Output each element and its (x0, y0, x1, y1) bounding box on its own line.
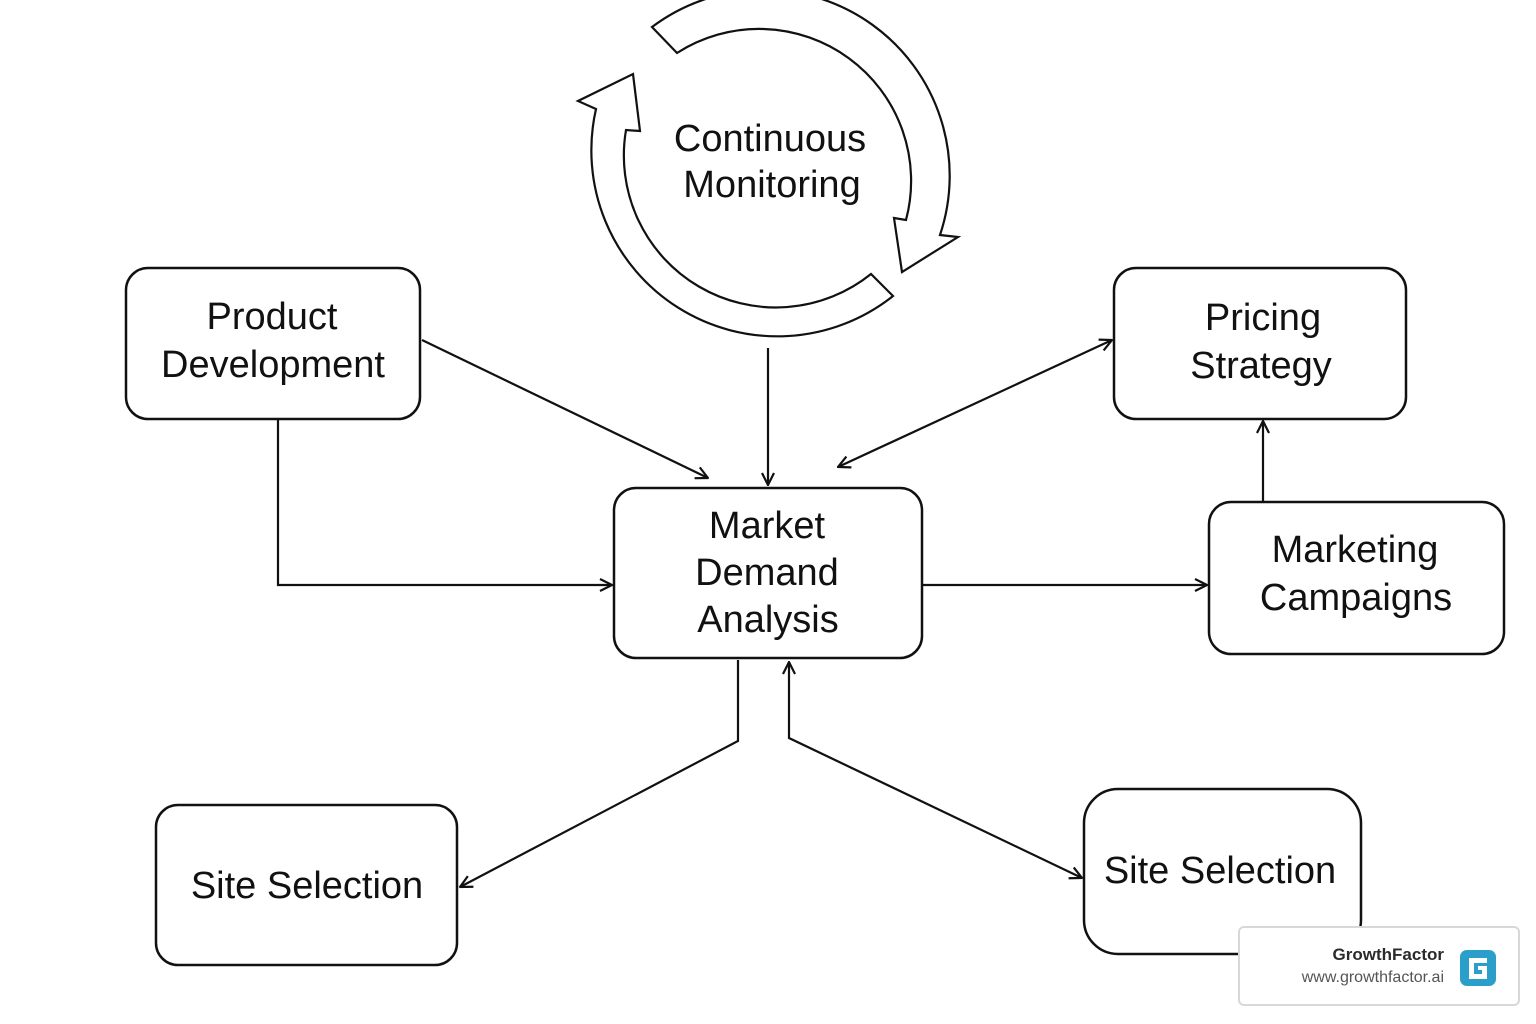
node-box (1112, 266, 1408, 421)
node-label-line: Strategy (1190, 345, 1332, 387)
growthfactor-g-logo-icon (1460, 950, 1496, 986)
node-box (1082, 787, 1363, 956)
node-label-line: Product (207, 296, 338, 338)
node-continuous-monitoring: Continuous Monitoring (674, 118, 866, 206)
node-market-demand-analysis: Market Demand Analysis (612, 486, 924, 660)
node-label-line: Marketing (1272, 529, 1439, 571)
node-box (1207, 500, 1506, 656)
node-label-line: Demand (695, 552, 839, 594)
edge-market-to-site-left (460, 660, 740, 887)
node-product-development: Product Development (124, 266, 422, 421)
node-site-selection-left: Site Selection (154, 803, 459, 967)
edges (276, 339, 1263, 887)
node-label-line: Site Selection (1104, 850, 1336, 892)
node-box (124, 266, 422, 421)
node-label-line: Pricing (1205, 297, 1321, 339)
node-label-line: Market (709, 505, 826, 547)
watermark-url: www.growthfactor.ai (1301, 969, 1444, 986)
cycle-arrow-bottom-left (575, 72, 895, 338)
watermark-text: GrowthFactor www.growthfactor.ai (1302, 944, 1444, 990)
node-site-selection-right: Site Selection (1082, 787, 1363, 956)
edge-market-pricing-bidirectional (838, 340, 1112, 467)
node-pricing-strategy: Pricing Strategy (1112, 266, 1408, 421)
edge-product-to-market-elbow (276, 420, 612, 585)
edge-product-to-market-diagonal (421, 339, 708, 478)
node-label-line: Campaigns (1260, 577, 1452, 619)
edge-market-site-right-bidirectional (789, 662, 1082, 878)
node-label-line: Monitoring (683, 164, 860, 206)
node-label-line: Site Selection (191, 865, 423, 907)
node-label-line: Analysis (697, 599, 839, 641)
node-box (154, 803, 459, 967)
node-marketing-campaigns: Marketing Campaigns (1207, 500, 1506, 656)
node-label-line: Development (161, 344, 385, 386)
growthfactor-watermark: GrowthFactor www.growthfactor.ai (1238, 926, 1520, 1006)
node-label-line: Continuous (674, 118, 866, 160)
cycle-arrow-top-right (650, 0, 962, 274)
watermark-brand: GrowthFactor (1332, 945, 1444, 964)
circular-arrows-icon (575, 0, 962, 338)
node-box (612, 486, 924, 660)
